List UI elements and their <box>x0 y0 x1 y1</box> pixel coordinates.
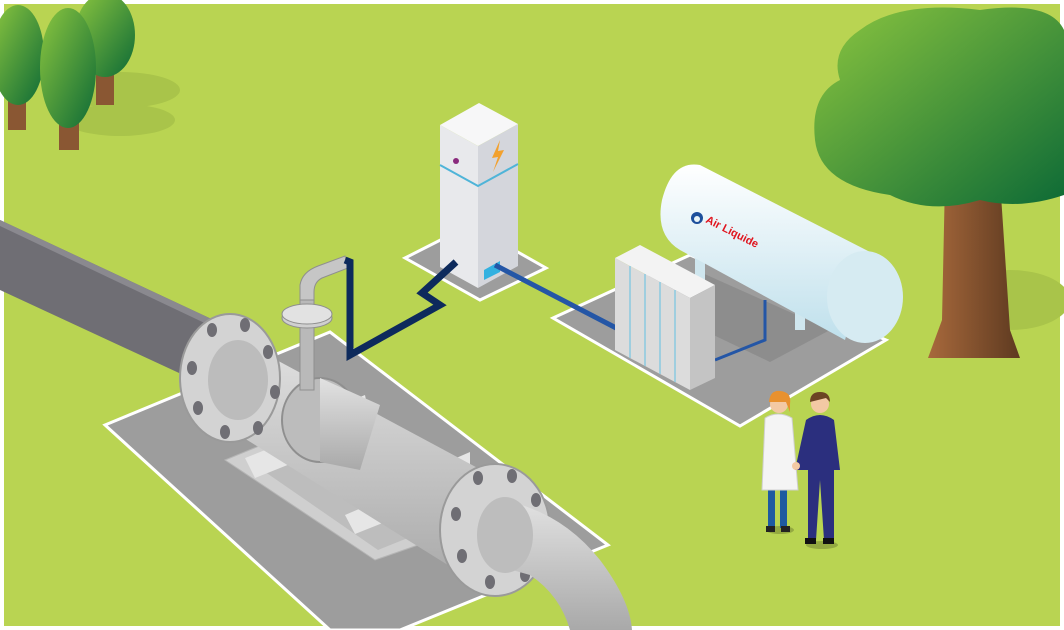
pipeline-section <box>179 313 632 630</box>
blue-supply-pipe <box>493 262 622 333</box>
storage-tank: Air Liquide <box>660 164 903 343</box>
big-tree-right <box>814 7 1064 358</box>
underground-pipeline <box>0 220 235 385</box>
branch-valve <box>281 255 349 391</box>
person-scientist <box>761 390 799 534</box>
trees-top-left <box>0 0 180 150</box>
lightning-icon <box>492 140 504 172</box>
navy-connection-pipe <box>343 256 459 361</box>
generator-cabinet <box>439 103 519 288</box>
cold-box <box>615 245 715 390</box>
person-technician <box>792 392 840 549</box>
